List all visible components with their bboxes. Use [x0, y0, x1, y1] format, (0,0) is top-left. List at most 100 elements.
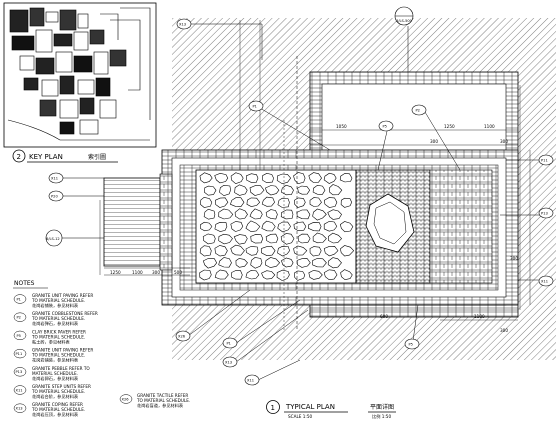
cobblestone [250, 234, 264, 244]
cobblestone [214, 221, 228, 232]
cobblestone [280, 233, 295, 245]
cobblestone [280, 184, 294, 196]
key-plan-number-circle [12, 149, 26, 163]
note-text-cn: 花岗岩卵石，参见材料表 [32, 375, 79, 382]
cobblestone [235, 258, 248, 268]
callout-label: X13 [225, 361, 232, 365]
elevation-ref: 6/LS-12 [46, 237, 60, 241]
note-text-cn: 花岗岩压顶，参见材料表 [32, 411, 79, 418]
cobblestone [214, 172, 229, 184]
note-text-line1: GRANITE UNIT PAVING REFER [32, 293, 93, 298]
note-tag: P2 [17, 316, 21, 320]
note-tag: P5 [17, 334, 21, 338]
callout-label: P20 [51, 195, 58, 199]
cobblestone [214, 245, 228, 257]
callout-bubble [538, 207, 554, 219]
callout-bubble [248, 100, 264, 112]
cobblestone [219, 184, 231, 197]
note-x26-tag: X26 [122, 398, 130, 402]
callout-label: P11 [541, 159, 548, 163]
note-tag-bubble [13, 367, 27, 377]
cobblestone [199, 269, 212, 281]
cobblestone [233, 234, 248, 245]
cobblestone [327, 257, 342, 269]
plan-scale-cn: 比例 1:50 [372, 413, 391, 420]
callout-label: P2 [416, 109, 420, 113]
cobblestone [309, 197, 322, 207]
cobblestone [249, 208, 263, 220]
callout-bubble [176, 18, 192, 30]
cobblestone [230, 221, 244, 232]
key-plan-title-cn: 索引圖 [88, 153, 106, 161]
cobblestone [202, 258, 218, 269]
cobblestone [204, 185, 217, 196]
note-tag: P1 [17, 297, 21, 301]
cobblestone [277, 245, 290, 257]
note-tag-bubble [13, 312, 27, 322]
note-text-cn: 花岗岩铺装，参见材料表 [32, 357, 79, 364]
callout-p-top-right: P2 [411, 104, 427, 116]
key-plan: 2 KEY PLAN 索引圖 [3, 2, 157, 163]
callout-bubble [404, 338, 420, 350]
cobblestone [230, 197, 245, 208]
callout-p11-r: P11 [538, 154, 554, 166]
cobblestone [218, 233, 233, 245]
cobblestone [340, 245, 355, 257]
dim-3: 1250 [444, 124, 455, 129]
callout-bubble [244, 374, 260, 386]
cobblestone [277, 197, 290, 208]
note-text-line1: CLAY BRICK PAVER REFER [32, 329, 86, 334]
feature-stone [365, 193, 415, 253]
cobblestone [323, 197, 338, 208]
callout-bubble [538, 154, 554, 166]
callout-label: P13 [541, 212, 548, 216]
cobblestone [261, 220, 276, 232]
cobblestone [340, 197, 353, 208]
cobblestone [261, 196, 275, 207]
cobblestone [215, 197, 229, 208]
callout-p-top-mid: P5 [378, 120, 394, 132]
note-text-line2: TO MATERIAL SCHEDULE. [31, 389, 85, 394]
dim-5: 300 [500, 139, 508, 144]
callout-x11-right: X11 [538, 275, 554, 287]
note-text-line2: TO MATERIAL SCHEDULE. [31, 298, 85, 303]
callout-bubble [538, 275, 554, 287]
cobblestone [214, 269, 229, 280]
callout-p-left-1: P1 [248, 100, 264, 112]
note-text-line1: GRANITE COPING REFER [32, 402, 83, 407]
note-text-cn: 花岗岩铺装，参见材料表 [32, 302, 79, 309]
note-tag-bubble [13, 385, 27, 395]
note-text-cn: 花岗岩台阶，参见材料表 [32, 393, 79, 400]
callout-label: X11 [247, 379, 254, 383]
key-plan-site-map [7, 7, 151, 141]
callout-x11-left: X11 [48, 172, 64, 184]
section-marker-ref: 3/LS-500 [396, 19, 413, 23]
note-text-line1: GRANITE PEBBLE REFER TO [32, 366, 90, 371]
dim-9: 300 [500, 328, 508, 333]
cobblestone [231, 270, 243, 280]
plan-number: 1 [271, 404, 275, 412]
cobblestone [246, 197, 261, 207]
cobblestone [276, 173, 292, 185]
cobblestone [262, 172, 274, 183]
callout-bubble [222, 337, 238, 349]
cobblestone [245, 269, 260, 280]
cobblestone [200, 221, 213, 232]
plan-scale: SCALE 1:50 [288, 414, 312, 419]
cobblestone [323, 220, 338, 232]
cobblestone [340, 269, 353, 281]
callout-label: X13 [179, 23, 186, 27]
cobblestone [218, 257, 232, 268]
note-text-line1: GRANITE COBBLESTONE REFER [32, 311, 98, 316]
cobblestone [265, 257, 281, 268]
callout-label: P1 [227, 342, 231, 346]
cobblestone [218, 208, 234, 220]
callout-label: P5 [409, 343, 413, 347]
cobblestone [297, 233, 311, 244]
plan-title-cn: 平面详图 [370, 403, 394, 411]
